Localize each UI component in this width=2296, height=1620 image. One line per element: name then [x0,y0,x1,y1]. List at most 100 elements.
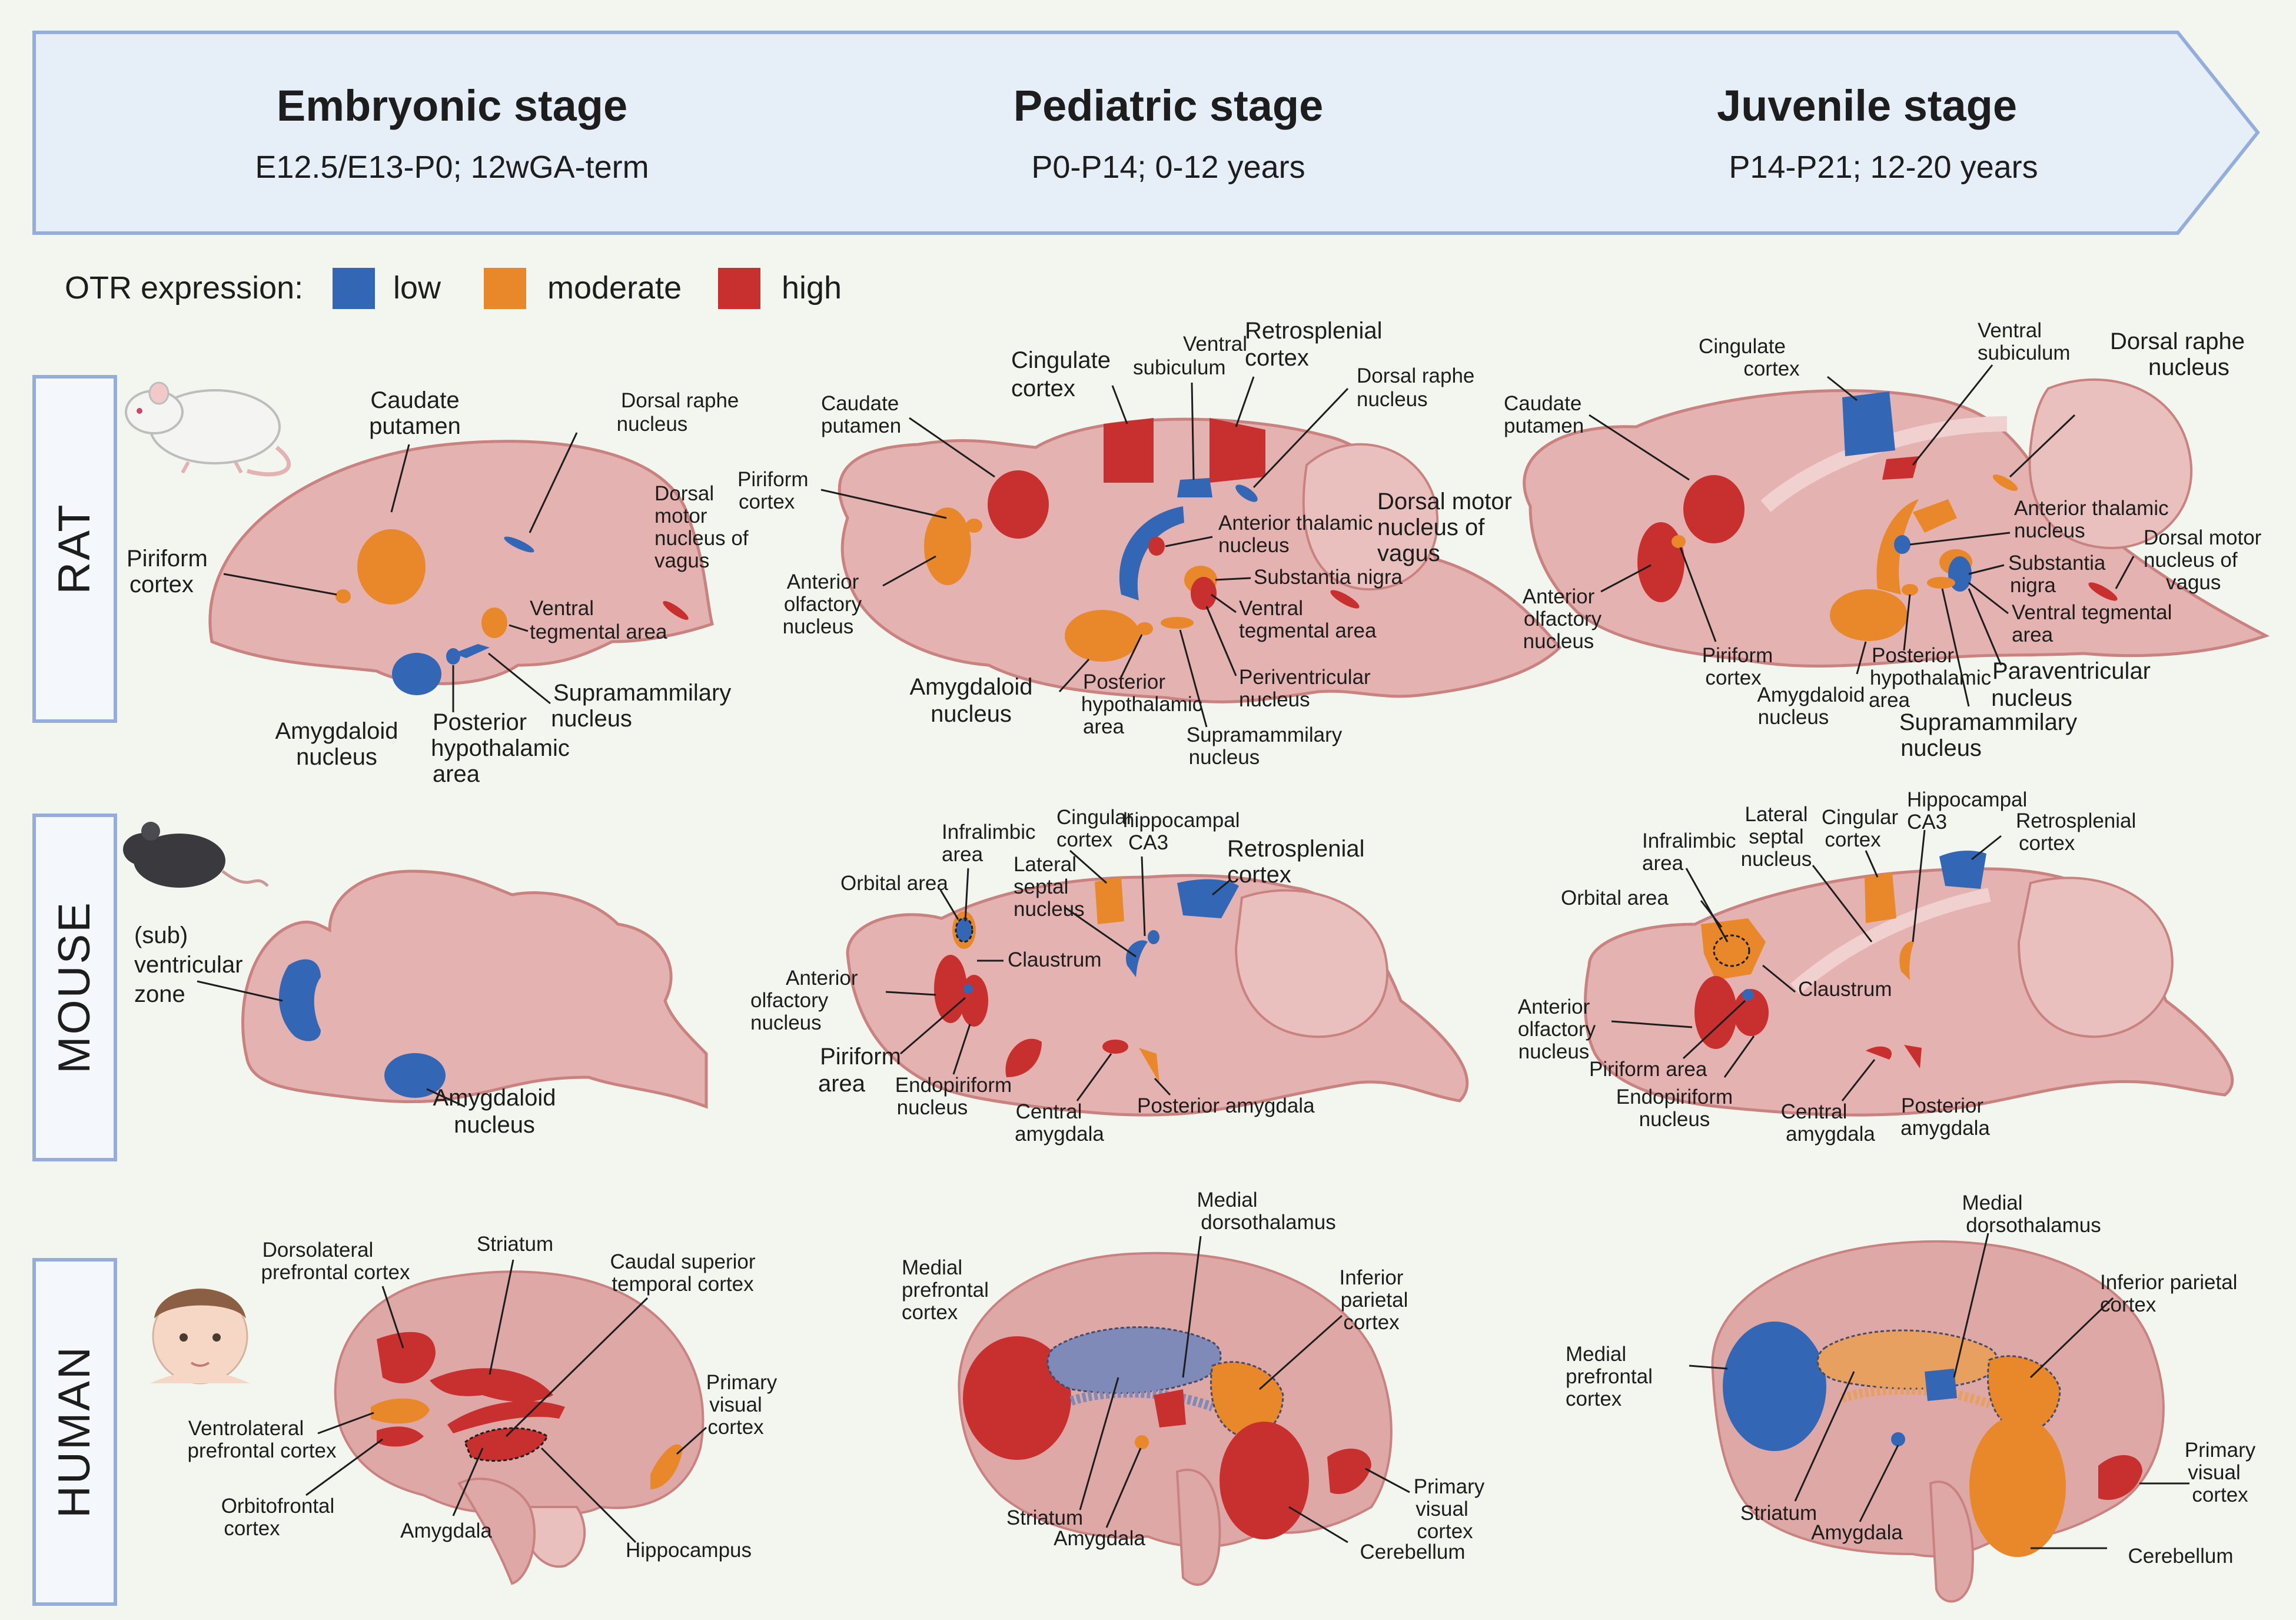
legend-swatch-moderate [484,268,526,309]
human-pediatric-brain [958,1251,1393,1586]
rat-illustration [125,381,291,477]
stage-title-embryonic: Embryonic stage [277,81,627,130]
legend-swatch-high [718,268,760,309]
label-amygdala-ped: Amygdala [1054,1527,1145,1550]
label-cerebellum-juv: Cerebellum [2128,1545,2234,1568]
rat-embryonic-brain [208,440,714,695]
stage-title-pediatric: Pediatric stage [1014,81,1323,130]
species-label-rat: RAT [49,503,99,594]
baby-illustration [138,1288,262,1385]
stage-title-juvenile: Juvenile stage [1717,81,2017,130]
label-orbital-juv: Orbital area [1561,887,1669,909]
species-labels: RAT MOUSE HUMAN [32,375,117,1606]
legend-label-moderate: moderate [547,270,682,306]
label-striatum-emb: Striatum [477,1233,553,1256]
mouse-pediatric-brain [846,874,1468,1117]
label-orbital-ped: Orbital area [840,872,948,895]
label-cerebellum-ped: Cerebellum [1360,1541,1466,1563]
label-amygdala-juv: Amygdala [1811,1521,1903,1544]
stage-banner: Embryonic stage E12.5/E13-P0; 12wGA-term… [32,31,2260,235]
mouse-embryonic-brain [241,869,708,1109]
label-substantia-nigra-ped: Substantia nigra [1254,566,1403,589]
label-posterior-amy-ped: Posterior amygdala [1137,1094,1315,1117]
legend-label-low: low [393,270,441,306]
label-piriform-area-juv: Piriform area [1589,1058,1707,1081]
stage-range-embryonic: E12.5/E13-P0; 12wGA-term [255,150,649,185]
mouse-juvenile-brain [1583,851,2234,1117]
label-claustrum-juv: Claustrum [1798,978,1892,1001]
stage-arrow [32,31,2260,235]
legend-title: OTR expression: [65,270,303,306]
human-juvenile-brain [1711,1240,2165,1603]
legend: OTR expression: low moderate high [65,268,842,309]
legend-swatch-low [333,268,375,309]
label-claustrum-ped: Claustrum [1008,948,1101,971]
label-striatum-ped: Striatum [1006,1506,1083,1529]
label-amygdala-emb: Amygdala [400,1519,492,1542]
